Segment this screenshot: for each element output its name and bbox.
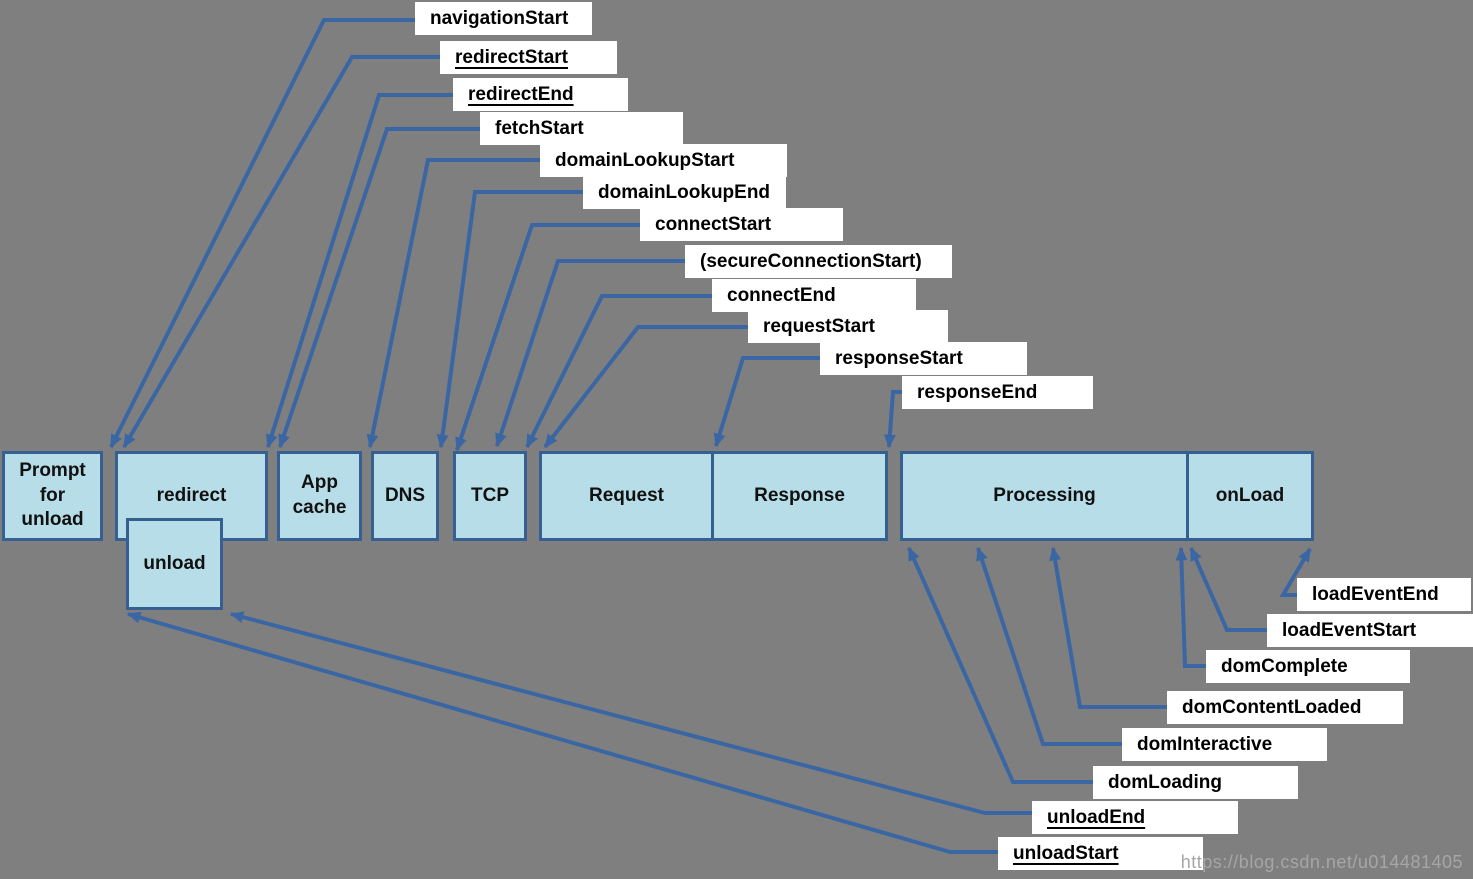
connector-dom-content-loaded [1049, 546, 1167, 709]
timeline-box-prompt-for-unload: Prompt for unload [2, 451, 103, 541]
event-label-redirect-end: redirectEnd [453, 78, 628, 111]
event-label-response-end: responseEnd [902, 376, 1093, 409]
connector-secure-connection-start [495, 259, 685, 448]
event-label-secure-connection-start: (secureConnectionStart) [685, 245, 952, 278]
event-label-connect-end: connectEnd [712, 279, 916, 312]
event-label-response-start: responseStart [820, 342, 1027, 375]
event-label-dom-complete: domComplete [1206, 650, 1410, 683]
timeline-box-onload: onLoad [1186, 451, 1314, 541]
connector-unload-start [126, 611, 998, 854]
event-label-load-event-start: loadEventStart [1267, 614, 1473, 647]
timeline-box-unload: unload [126, 518, 223, 610]
connector-request-start [543, 325, 748, 449]
watermark-text: https://blog.csdn.net/u014481405 [1180, 852, 1463, 872]
event-label-unload-end: unloadEnd [1032, 801, 1238, 834]
connector-load-event-start [1189, 546, 1267, 632]
connector-unload-end [229, 611, 1032, 815]
connector-connect-end [525, 294, 712, 449]
event-label-redirect-start: redirectStart [440, 41, 617, 74]
event-label-request-start: requestStart [748, 310, 948, 343]
connector-response-start [713, 356, 820, 448]
connector-fetch-start [278, 127, 480, 449]
connector-domain-lookup-start [366, 158, 540, 449]
event-label-navigation-start: navigationStart [415, 2, 592, 35]
timeline-box-request: Request [539, 451, 714, 541]
connector-redirect-end [266, 93, 453, 449]
timeline-box-response: Response [711, 451, 888, 541]
connector-load-event-end [1279, 547, 1312, 597]
event-label-domain-lookup-end: domainLookupEnd [583, 176, 786, 209]
event-label-load-event-end: loadEventEnd [1297, 578, 1471, 611]
event-label-unload-start: unloadStart [998, 837, 1203, 870]
connector-redirect-start [122, 55, 440, 449]
connector-navigation-start [109, 18, 415, 449]
timeline-box-tcp: TCP [453, 451, 527, 541]
event-label-dom-interactive: domInteractive [1122, 728, 1327, 761]
event-label-fetch-start: fetchStart [480, 112, 683, 145]
event-label-dom-loading: domLoading [1093, 766, 1298, 799]
connector-connect-start [455, 223, 640, 452]
connector-dom-loading [907, 546, 1093, 784]
timeline-box-app-cache: App cache [277, 451, 362, 541]
connector-response-end [883, 390, 902, 449]
timeline-box-dns: DNS [371, 451, 439, 541]
event-label-connect-start: connectStart [640, 208, 843, 241]
event-label-dom-content-loaded: domContentLoaded [1167, 691, 1403, 724]
connector-dom-interactive [976, 546, 1122, 746]
connector-domain-lookup-end [436, 190, 583, 449]
connector-dom-complete [1175, 546, 1206, 668]
timeline-box-processing: Processing [900, 451, 1189, 541]
event-label-domain-lookup-start: domainLookupStart [540, 144, 787, 177]
